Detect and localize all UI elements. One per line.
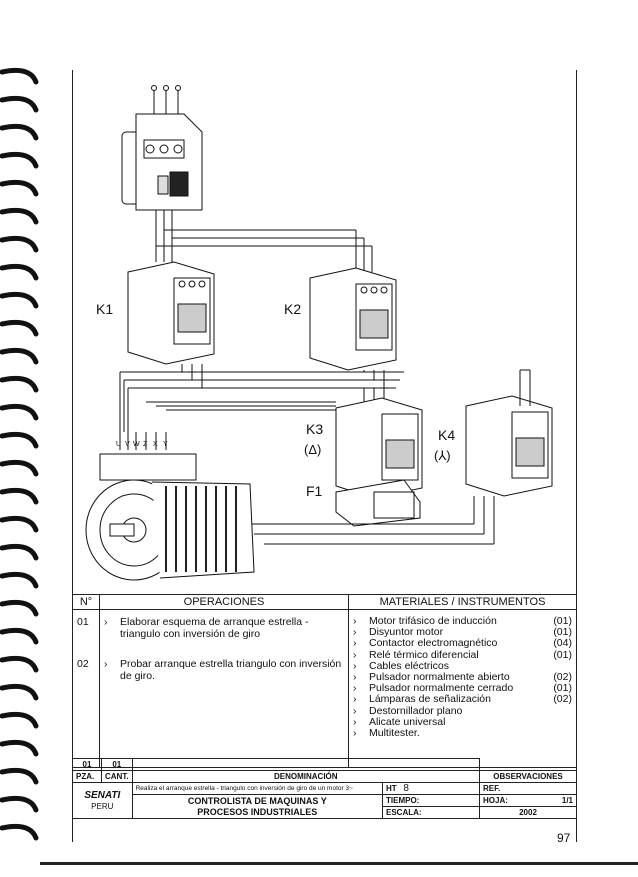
contactor-k2 <box>309 267 397 371</box>
bullet: › <box>104 658 108 670</box>
material-item: ›Motor trifásico de inducción(01) <box>353 615 572 627</box>
contactor-k3 <box>335 397 423 499</box>
op-number-1: 01 <box>77 616 89 628</box>
materials-list: ›Motor trifásico de inducción(01) ›Disyu… <box>348 609 577 768</box>
svg-text:Y: Y <box>163 441 168 448</box>
material-item: ›Contactor electromagnético(04) <box>353 637 572 650</box>
label-k4-star: (⅄) <box>434 448 451 463</box>
ht-label: HT <box>386 784 397 793</box>
observaciones-label: OBSERVACIONES <box>479 770 577 783</box>
svg-text:W: W <box>133 441 140 448</box>
op-number-2: 02 <box>77 658 89 670</box>
operation-text: Probar arranque estrella triangulo con i… <box>120 658 342 682</box>
wiring-diagram: K1 K2 K3 (Δ) K4 (⅄) F1 UVW ZXY <box>85 85 553 581</box>
hoja-value: 1/1 <box>561 796 573 805</box>
cant-value: 01 <box>101 758 133 771</box>
svg-text:Z: Z <box>143 441 148 448</box>
material-item: ›Lámparas de señalización(02) <box>353 693 572 706</box>
denominacion: Realiza el arranque estrella - triangulo… <box>131 782 384 795</box>
label-k2: K2 <box>284 301 301 317</box>
svg-text:X: X <box>153 441 158 448</box>
label-f1: F1 <box>306 483 323 499</box>
material-item: ›Pulsador normalmente cerrado(01) <box>353 682 572 695</box>
ref-label: REF. <box>479 782 577 795</box>
motor-breaker <box>121 113 203 211</box>
senati-logo: SENATI <box>84 789 121 801</box>
year: 2002 <box>479 806 577 819</box>
material-item: ›Pulsador normalmente abierto(02) <box>353 671 572 684</box>
header-materials: MATERIALES / INSTRUMENTOS <box>348 594 577 610</box>
material-item: ›Cables eléctricos <box>353 659 449 672</box>
title-block: 01 01 PZA. CANT. DENOMINACIÓN OBSERVACIO… <box>72 758 577 819</box>
course-line-1: CONTROLISTA DE MAQUINAS Y <box>187 795 327 806</box>
thermal-relay-f1 <box>335 479 421 527</box>
header-operations: OPERACIONES <box>99 594 349 610</box>
svg-text:U: U <box>116 441 121 448</box>
induction-motor <box>85 453 255 581</box>
course-line-2: PROCESOS INDUSTRIALES <box>197 806 318 817</box>
svg-text:V: V <box>125 441 130 448</box>
material-item: ›Destornillador plano <box>353 704 463 717</box>
header-number: N° <box>72 594 100 610</box>
contactor-k4 <box>465 369 553 497</box>
page-number: 97 <box>557 831 571 845</box>
material-item: ›Disyuntor motor(01) <box>353 626 572 639</box>
tiempo-label: TIEMPO: <box>382 794 480 807</box>
label-k3-delta: (Δ) <box>304 442 321 457</box>
escala-label: ESCALA: <box>382 806 480 819</box>
label-k3: K3 <box>306 421 323 437</box>
senati-logo-sub: PERU <box>91 801 114 811</box>
contactor-k1 <box>127 261 215 365</box>
operation-text: Elaborar esquema de arranque estrella - … <box>120 616 309 640</box>
material-item: ›Multitester. <box>353 727 420 740</box>
material-item: ›Relé térmico diferencial(01) <box>353 648 572 661</box>
cant-label: CANT. <box>101 770 133 783</box>
bottom-rule <box>40 862 638 865</box>
pza-label: PZA. <box>72 770 102 783</box>
material-item: ›Alicate universal <box>353 715 446 728</box>
label-k1: K1 <box>96 301 113 317</box>
denominacion-label: DENOMINACIÓN <box>131 770 481 783</box>
pza-value: 01 <box>72 758 102 771</box>
operation-item: › Elaborar esquema de arranque estrella … <box>104 616 344 640</box>
sheet-frame <box>72 70 577 842</box>
ht-value: 8 <box>403 783 409 794</box>
hoja-label: HOJA: <box>483 796 508 805</box>
bullet: › <box>104 616 108 628</box>
operation-item: › Probar arranque estrella triangulo con… <box>104 658 344 682</box>
operations-table: N° OPERACIONES MATERIALES / INSTRUMENTOS… <box>72 594 577 768</box>
label-k4: K4 <box>438 427 455 443</box>
spiral-binding <box>0 67 39 841</box>
